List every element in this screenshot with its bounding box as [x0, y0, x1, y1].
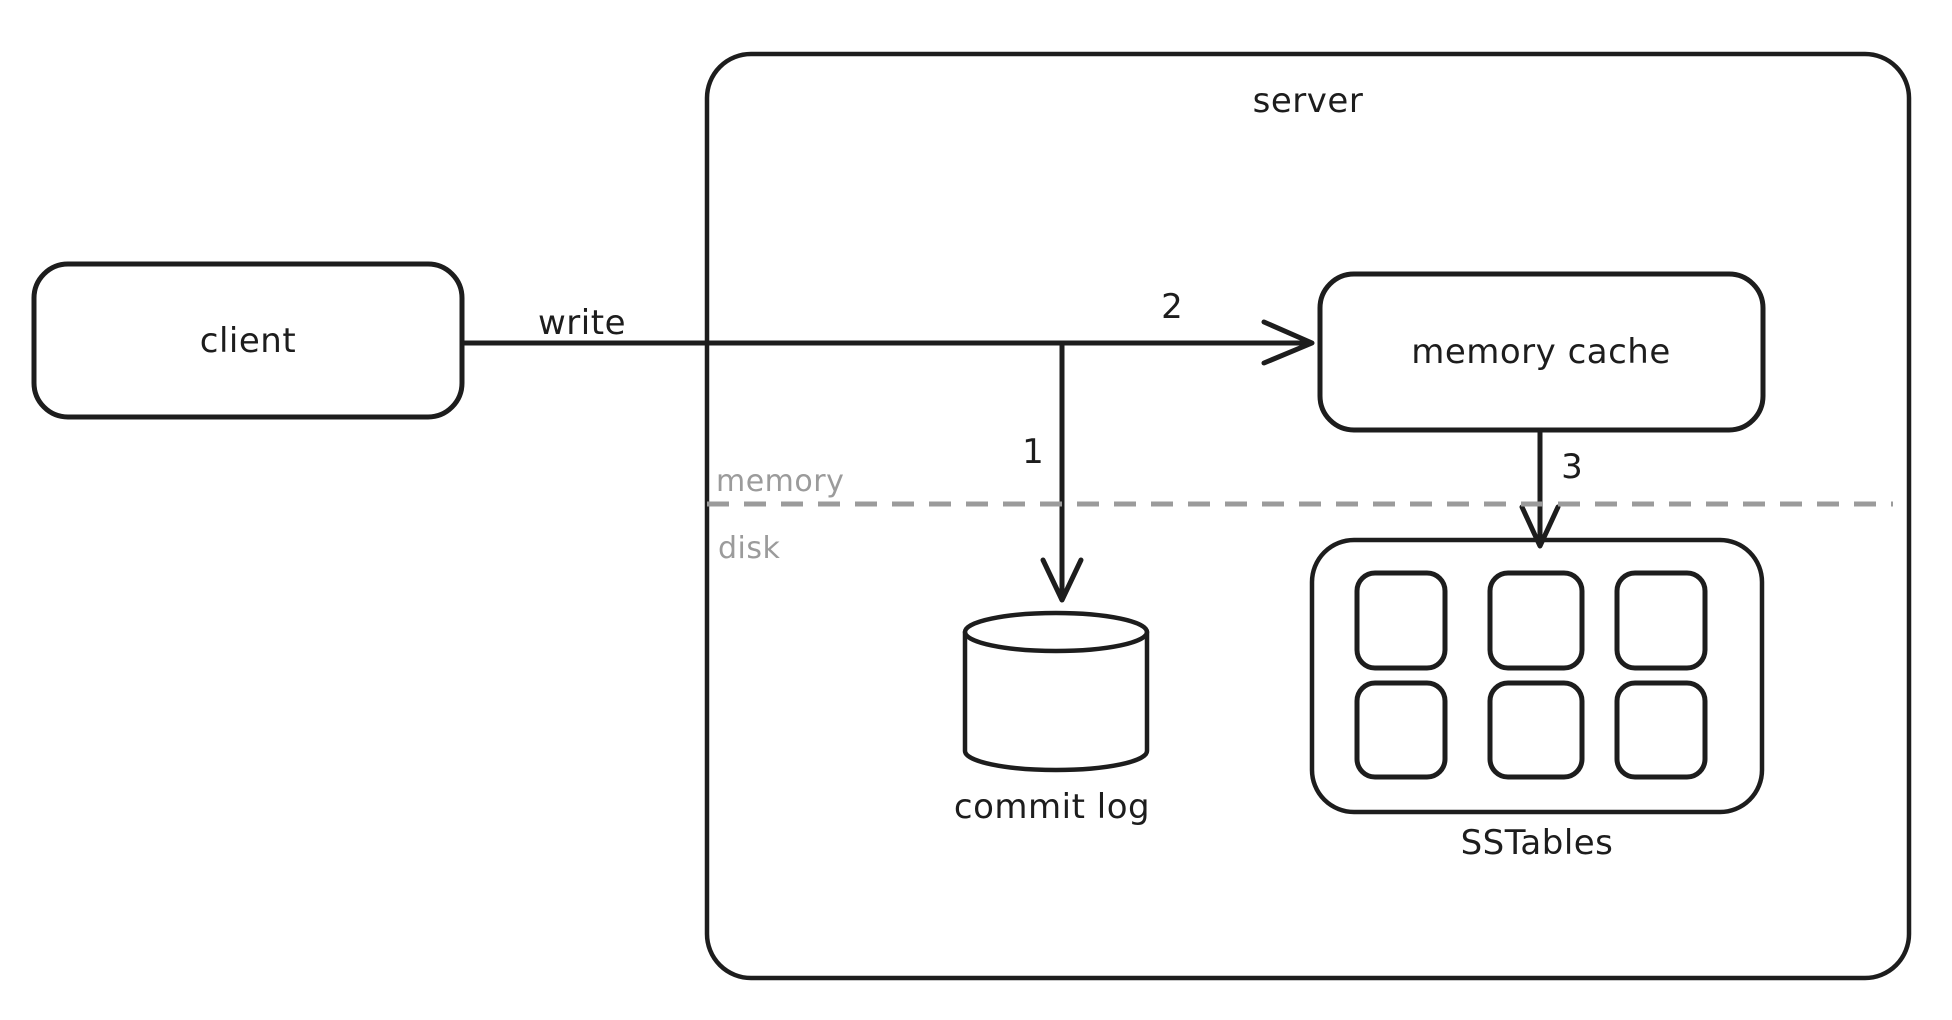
sstables-cells [1354, 570, 1708, 780]
step-1-label: 1 [1022, 432, 1044, 472]
sstable-cell [1354, 680, 1448, 780]
sstables-box [1309, 537, 1765, 815]
write-arrowhead-icon [1261, 319, 1315, 366]
client-label: client [200, 321, 296, 361]
server-label: server [1253, 81, 1364, 121]
step-3-label: 3 [1561, 447, 1583, 487]
commit-log-cylinder-icon [962, 610, 1150, 773]
sstable-cell [1487, 680, 1585, 780]
disk-region-label: disk [718, 531, 781, 566]
write-edge-label: write [538, 303, 626, 343]
memory-cache-label: memory cache [1411, 332, 1671, 372]
sstable-cell [1487, 570, 1585, 671]
memory-region-label: memory [716, 464, 844, 499]
server-box [704, 51, 1912, 981]
commit-log-cylinder-body [962, 629, 1150, 773]
sstable-cell [1354, 570, 1448, 671]
sstables-label: SSTables [1461, 823, 1614, 863]
commit-log-label: commit log [954, 787, 1150, 827]
commit-log-arrowhead-icon [1040, 557, 1084, 603]
commit-log-cylinder-top [962, 610, 1150, 654]
sstable-cell [1614, 570, 1708, 671]
sstables-arrowhead-icon [1519, 504, 1561, 549]
sstable-cell [1614, 680, 1708, 780]
step-2-label: 2 [1161, 287, 1183, 327]
